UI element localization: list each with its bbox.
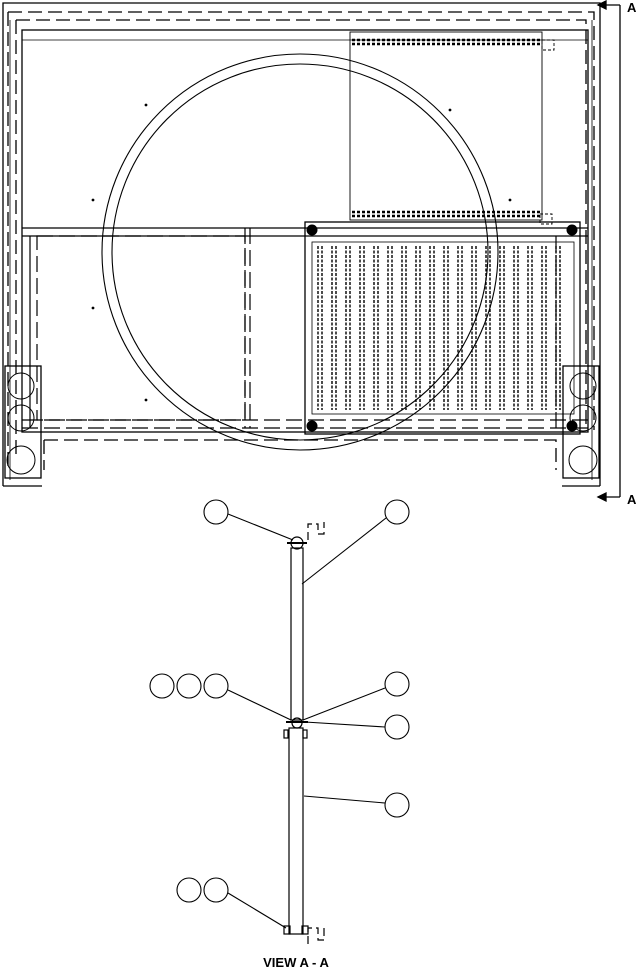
section-marker [596, 0, 621, 503]
radiator-core [304, 221, 581, 435]
plan-view: A A [2, 0, 637, 507]
section-view: VIEW A - A [149, 499, 410, 970]
callout-balloon [384, 792, 410, 818]
right-support-block [562, 365, 600, 479]
callout-balloon [384, 714, 410, 740]
callout-balloon [176, 877, 202, 903]
leader-line [301, 517, 387, 585]
callout-balloon [203, 673, 229, 699]
leader-line [227, 513, 294, 541]
callout-balloon [203, 877, 229, 903]
leader-line [227, 689, 292, 721]
lower-tube [283, 727, 325, 944]
leader-line [303, 795, 386, 804]
callout-balloon [384, 499, 410, 525]
callout-balloon [176, 673, 202, 699]
section-letter-bottom: A [627, 492, 637, 507]
reference-dots [91, 103, 512, 402]
upper-tube [287, 522, 325, 721]
view-caption: VIEW A - A [263, 955, 329, 970]
callout-balloon [384, 671, 410, 697]
hidden-frame-lines [7, 11, 595, 470]
left-support-block [4, 365, 42, 479]
callout-balloons [149, 499, 410, 929]
leader-line [227, 892, 287, 929]
left-compartment [29, 228, 251, 428]
section-letter-top: A [627, 0, 637, 15]
callout-balloon [203, 499, 229, 525]
leader-line [302, 687, 386, 721]
leader-line [304, 721, 386, 728]
fan-circle [101, 53, 499, 451]
component-block [349, 31, 555, 225]
callout-balloon [149, 673, 175, 699]
outer-frame [2, 2, 601, 487]
